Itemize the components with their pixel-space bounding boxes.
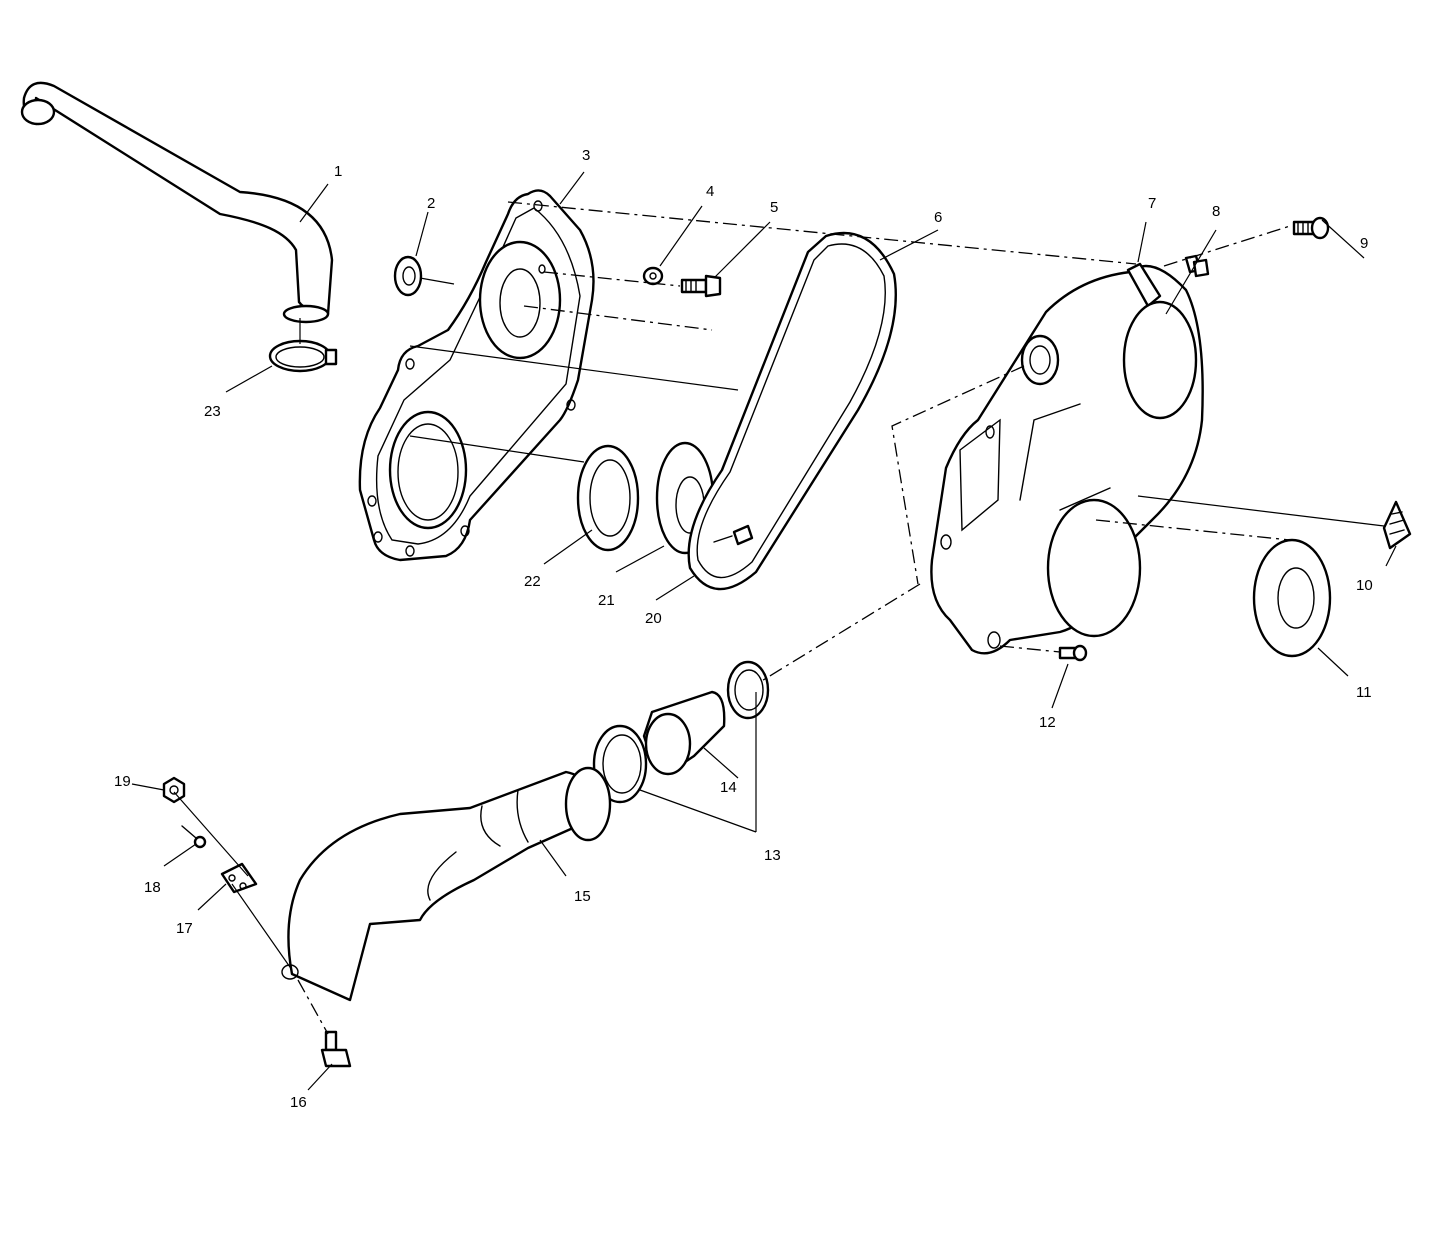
part-8-decal[interactable] <box>1184 254 1210 278</box>
alignment-lines <box>173 201 1385 1035</box>
part-12-screw[interactable] <box>1058 644 1088 662</box>
part-11-gasket[interactable] <box>1252 538 1332 658</box>
callout-14: 14 <box>720 779 737 796</box>
callout-22: 22 <box>524 573 541 590</box>
callout-1: 1 <box>334 163 342 180</box>
callout-19: 19 <box>114 773 131 790</box>
part-19-nut[interactable] <box>162 776 186 804</box>
part-7-outer-cover[interactable] <box>930 262 1204 655</box>
part-10-label[interactable] <box>1382 500 1412 550</box>
part-9-screw[interactable] <box>1292 216 1330 240</box>
callout-6: 6 <box>934 209 942 226</box>
callout-2: 2 <box>427 195 435 212</box>
callout-8: 8 <box>1212 203 1220 220</box>
callout-7: 7 <box>1148 195 1156 212</box>
callout-15: 15 <box>574 888 591 905</box>
callout-leaders <box>131 171 1397 1091</box>
callout-12: 12 <box>1039 714 1056 731</box>
part-2-washer[interactable] <box>393 255 423 297</box>
callout-13: 13 <box>764 847 781 864</box>
callout-18: 18 <box>144 879 161 896</box>
part-17-bracket[interactable] <box>220 862 258 894</box>
callout-20: 20 <box>645 610 662 627</box>
part-16-bolt[interactable] <box>320 1030 352 1068</box>
callout-23: 23 <box>204 403 221 420</box>
part-23-clamp[interactable] <box>268 339 338 373</box>
callout-11: 11 <box>1356 684 1372 701</box>
callout-16: 16 <box>290 1094 307 1111</box>
part-22-seal[interactable] <box>576 444 640 552</box>
callout-4: 4 <box>706 183 714 200</box>
part-20-screw[interactable] <box>713 524 754 546</box>
part-3-inner-cover[interactable] <box>358 189 595 562</box>
part-4-lock-washer[interactable] <box>642 266 664 286</box>
callout-5: 5 <box>770 199 778 216</box>
callout-21: 21 <box>598 592 615 609</box>
callout-9: 9 <box>1360 235 1368 252</box>
callout-17: 17 <box>176 920 193 937</box>
part-1-intake-duct[interactable] <box>20 81 334 324</box>
callout-3: 3 <box>582 147 590 164</box>
part-18-screw[interactable] <box>181 825 207 849</box>
part-14-coupler[interactable] <box>642 690 726 776</box>
part-15-exhaust-duct[interactable] <box>281 766 612 1002</box>
callout-labels: 1 2 3 4 5 6 7 8 9 10 11 12 13 14 15 16 1… <box>114 147 1373 1111</box>
callout-10: 10 <box>1356 577 1373 594</box>
part-5-bolt[interactable] <box>680 274 722 298</box>
